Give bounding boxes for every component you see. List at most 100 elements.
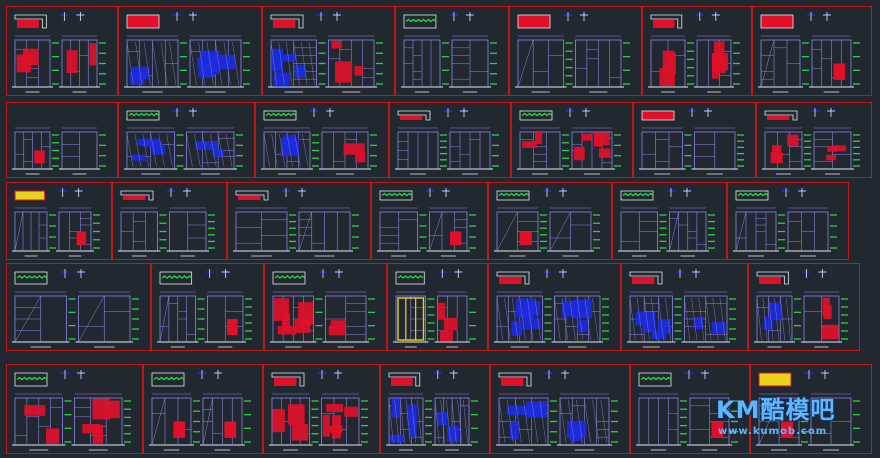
- hatch-line: [210, 133, 217, 168]
- drawing-frame: [6, 263, 151, 351]
- hatch-line: [592, 297, 599, 341]
- hatch-line: [531, 399, 538, 444]
- material-fill: [294, 64, 306, 79]
- plan-zigzag: [397, 275, 424, 279]
- material-fill: [277, 326, 297, 335]
- material-fill: [509, 421, 519, 440]
- elevation-left: [12, 127, 59, 175]
- hatch-line: [270, 41, 277, 86]
- hatch-line: [506, 399, 514, 444]
- material-fill: [515, 298, 535, 319]
- elevation-left: [494, 291, 552, 348]
- material-fill: [437, 302, 446, 320]
- drawing-panel: [233, 188, 359, 257]
- plan-view: [517, 12, 588, 29]
- elevation-right: [187, 35, 250, 93]
- hatch-line: [498, 399, 506, 444]
- material-fill: [519, 231, 532, 246]
- hatch-line: [534, 297, 541, 341]
- material-fill: [76, 231, 87, 246]
- plan-zigzag: [16, 275, 48, 279]
- elevation-left: [496, 393, 557, 451]
- elevation-left: [157, 291, 205, 348]
- hatch-line: [584, 297, 591, 341]
- elevation-left: [636, 393, 687, 451]
- elevation-left: [515, 35, 573, 93]
- material-fill: [287, 404, 305, 425]
- hatch-line: [215, 41, 223, 86]
- material-fill: [273, 72, 290, 87]
- elevation-left: [124, 35, 187, 93]
- plan-fill: [17, 20, 39, 28]
- hatch-line: [756, 297, 762, 341]
- drawing-frame: [143, 364, 263, 454]
- material-fill: [298, 302, 314, 325]
- drawing-panel: [639, 108, 744, 175]
- material-fill: [526, 401, 547, 418]
- plan-outline: [650, 14, 683, 29]
- material-fill: [577, 320, 588, 332]
- material-fill: [292, 424, 309, 441]
- plan-view: [126, 108, 197, 121]
- drawing-frame: [112, 182, 227, 260]
- drawing-frame: [264, 263, 387, 351]
- hatch-line: [785, 297, 791, 341]
- elevation-left: [12, 35, 59, 93]
- drawing-frame: [612, 182, 727, 260]
- plan-zigzag: [521, 112, 553, 117]
- material-fill: [781, 421, 793, 438]
- hatch-line: [636, 297, 643, 341]
- hatch-line: [665, 297, 671, 341]
- drawing-frame: [750, 364, 872, 454]
- elevation-right: [449, 35, 497, 93]
- plan-view: [496, 188, 567, 201]
- elevation-outline: [641, 131, 683, 170]
- plan-view: [120, 188, 191, 201]
- plan-view: [758, 370, 829, 387]
- plan-outline: [629, 271, 663, 285]
- plan-outline: [756, 271, 789, 285]
- drawing-panel: [124, 108, 243, 175]
- plan-fill: [641, 110, 675, 121]
- plan-zigzag: [498, 192, 530, 197]
- door-swing-line: [549, 211, 571, 252]
- hatch-line: [519, 297, 526, 341]
- door-swing-line: [298, 211, 312, 252]
- elevation-left: [118, 207, 167, 257]
- plan-fill: [759, 277, 781, 284]
- plan-view: [519, 108, 590, 121]
- plan-fill: [273, 20, 296, 28]
- elevation-right: [426, 207, 476, 257]
- elevation-right: [75, 291, 139, 348]
- elevation-right: [801, 291, 848, 348]
- plan-view: [151, 370, 222, 387]
- plan-zigzag: [161, 275, 193, 279]
- drawing-frame: [6, 364, 143, 454]
- drawing-frame: [621, 263, 748, 351]
- hatch-line: [511, 297, 519, 341]
- drawing-panel: [269, 370, 368, 451]
- hatch-line: [457, 399, 463, 444]
- material-fill: [535, 132, 543, 144]
- elevation-left: [233, 207, 296, 257]
- material-fill: [826, 154, 837, 161]
- plan-view: [756, 269, 827, 285]
- hatch-line: [206, 41, 214, 86]
- hatch-line: [134, 133, 142, 168]
- hatch-line: [684, 297, 691, 341]
- plan-fill: [499, 277, 522, 284]
- plan-fill: [391, 378, 413, 386]
- material-fill: [511, 320, 523, 336]
- door-swing-line: [78, 295, 105, 343]
- elevation-left: [377, 207, 427, 257]
- material-fill: [391, 398, 401, 418]
- elevation-right: [569, 127, 621, 175]
- hatch-line: [143, 41, 151, 86]
- hatch-line: [698, 297, 705, 341]
- hatch-line: [293, 41, 300, 86]
- hatch-line: [434, 399, 440, 444]
- plan-view: [379, 188, 450, 201]
- elevation-left: [754, 291, 801, 348]
- drawing-panel: [386, 370, 478, 451]
- hatch-line: [150, 133, 157, 168]
